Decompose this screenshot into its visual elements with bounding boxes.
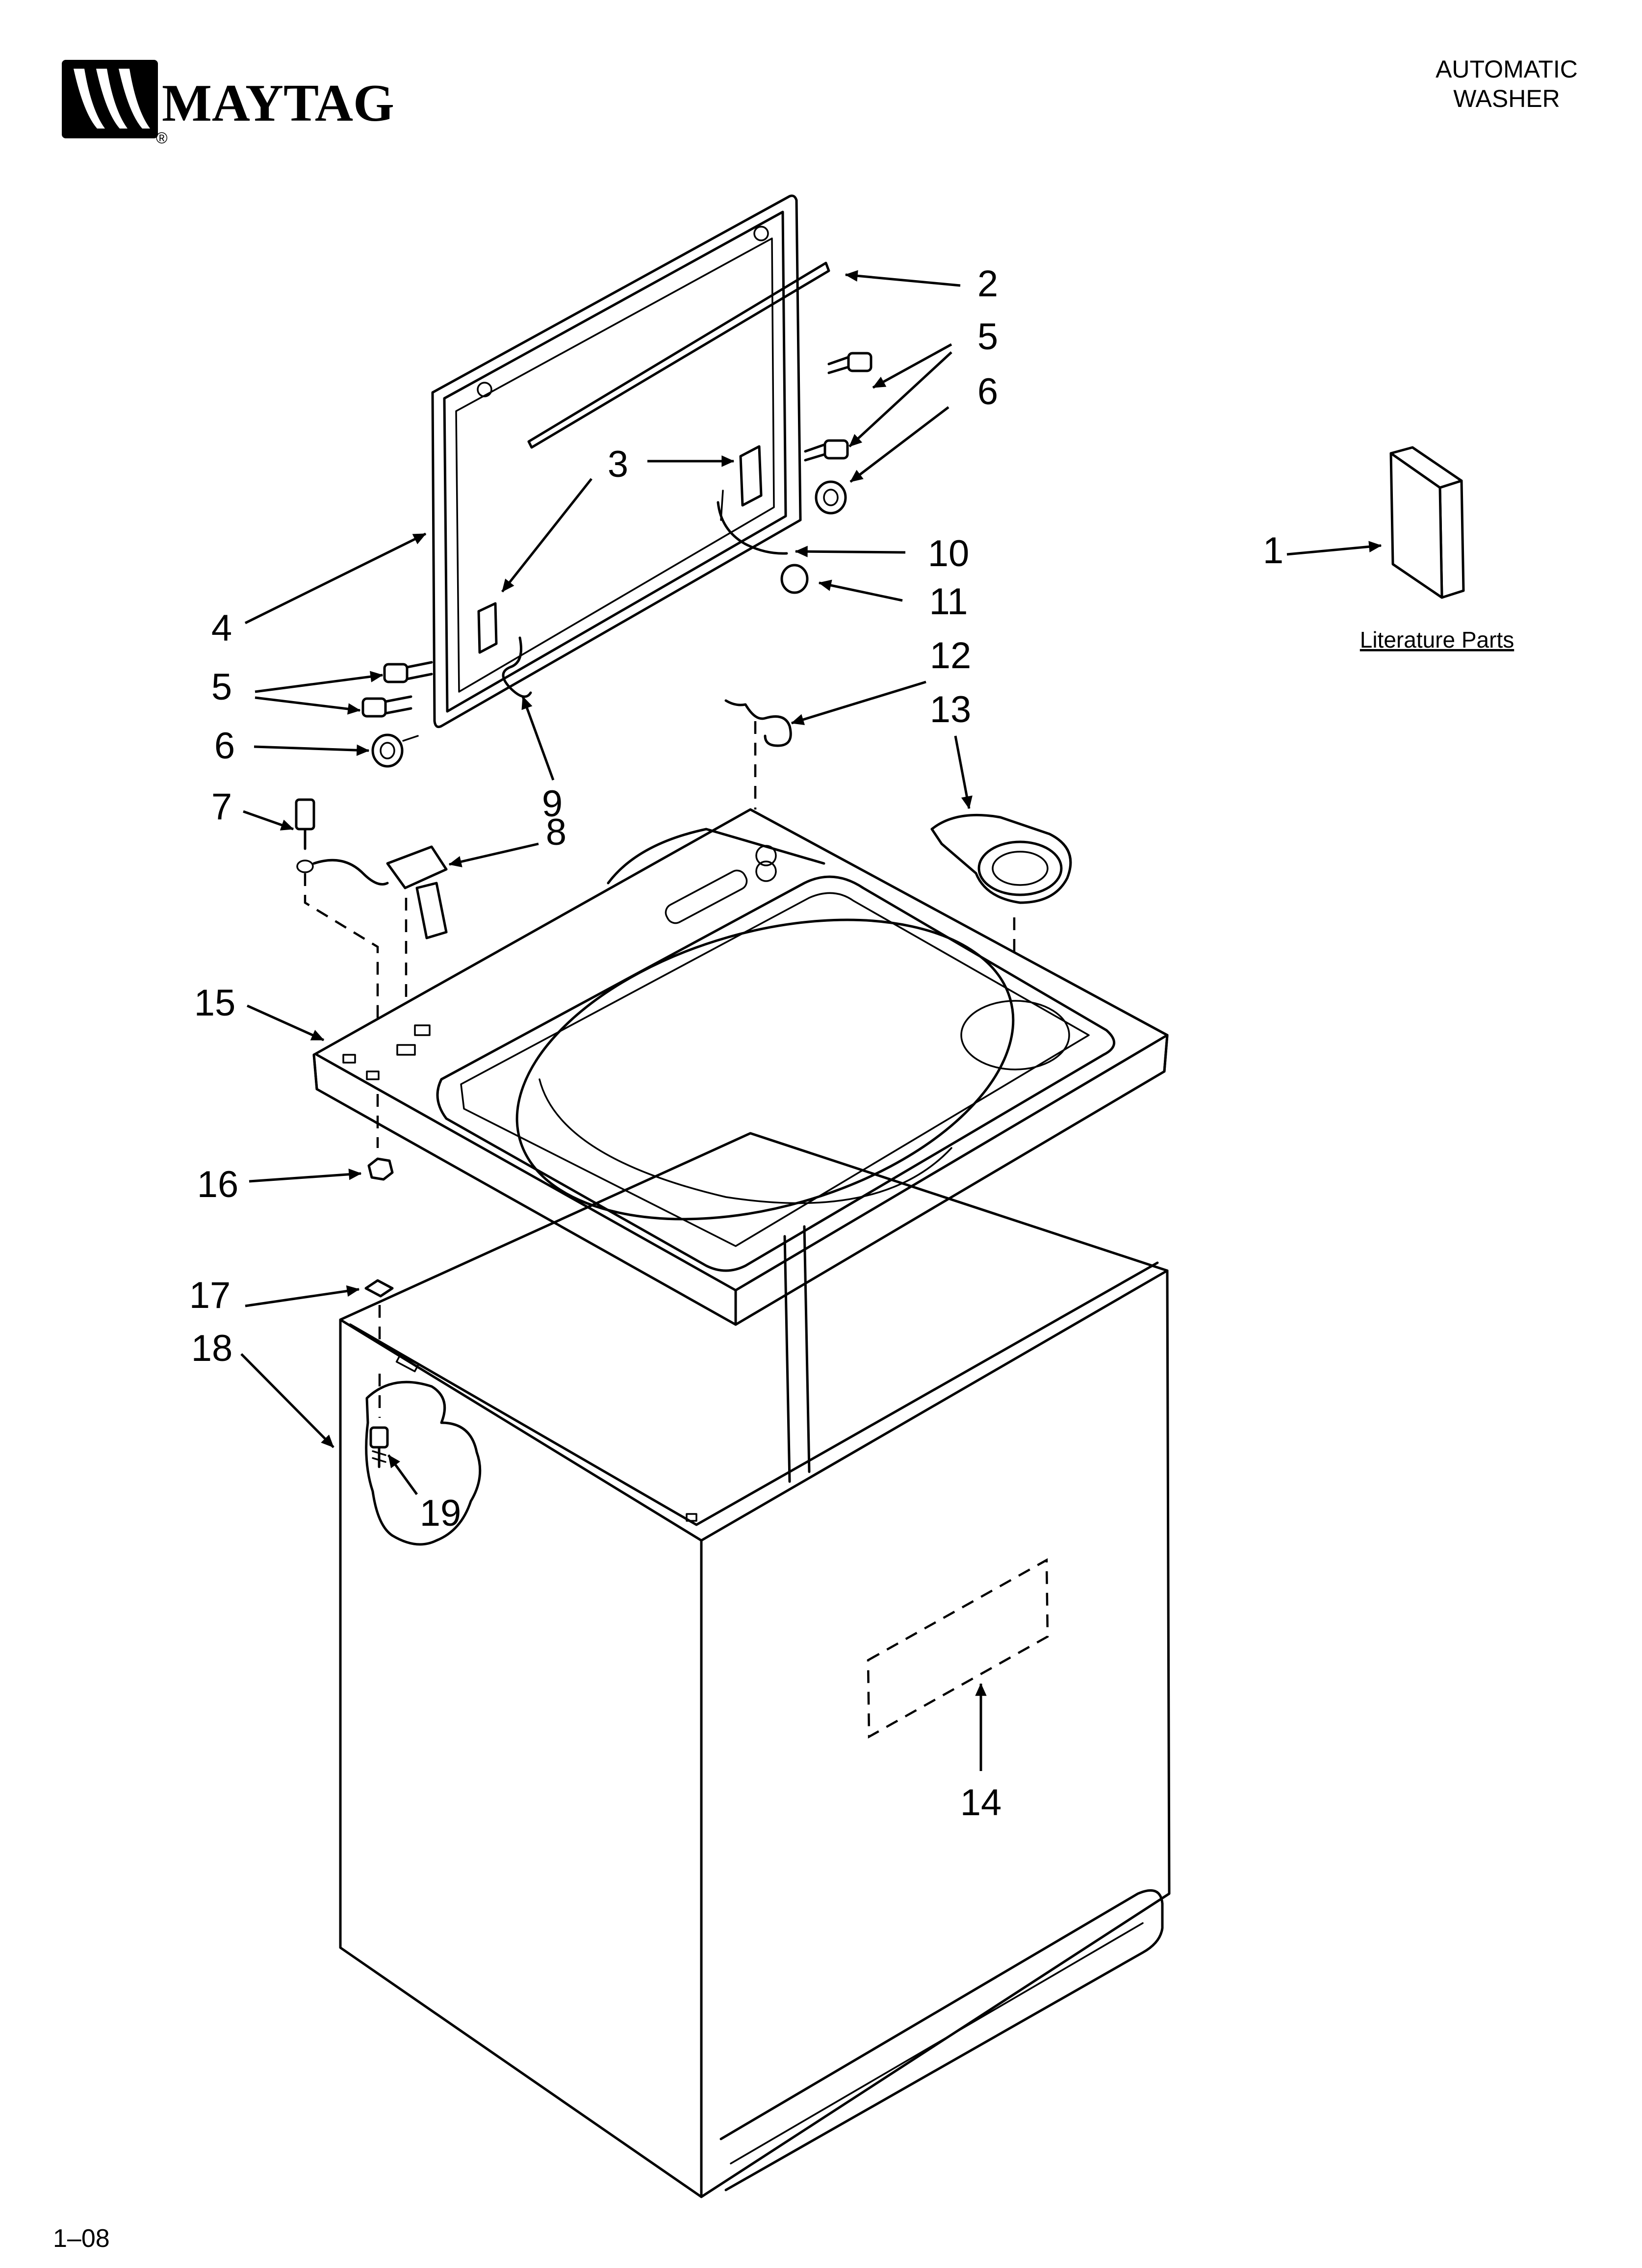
leader-7 xyxy=(243,810,294,831)
callout-12: 12 xyxy=(930,635,972,677)
page-number: 1–08 xyxy=(53,2224,110,2253)
callout-numbers: 2 5 6 3 10 11 1 4 5 6 9 12 13 7 8 15 16 … xyxy=(189,263,1283,1824)
leader-3-left xyxy=(501,478,592,593)
leader-8 xyxy=(448,842,539,867)
callout-8: 8 xyxy=(546,811,566,853)
lid-switch-part-8 xyxy=(295,798,448,1040)
callout-14: 14 xyxy=(960,1782,1002,1824)
registered-mark: ® xyxy=(156,129,168,147)
leader-5b-top xyxy=(255,671,384,693)
literature-parts-booklet: Literature Parts xyxy=(1360,446,1514,652)
leader-11 xyxy=(818,579,903,602)
callout-3: 3 xyxy=(608,443,628,485)
leader-12 xyxy=(791,680,926,725)
clip-part-12 xyxy=(724,699,792,809)
callout-5b: 5 xyxy=(211,666,232,708)
leader-4 xyxy=(244,532,427,625)
callout-16: 16 xyxy=(197,1164,239,1205)
callout-15: 15 xyxy=(194,982,236,1024)
leader-1 xyxy=(1286,541,1382,556)
lid-fasteners-right xyxy=(780,352,872,594)
leader-15 xyxy=(246,1004,325,1042)
leader-13 xyxy=(954,735,973,809)
callout-1: 1 xyxy=(1263,530,1283,572)
callout-10: 10 xyxy=(928,533,970,574)
maytag-logo-mark xyxy=(62,60,158,138)
leader-5b-bottom xyxy=(255,696,361,715)
callout-17: 17 xyxy=(189,1275,231,1316)
leader-lines xyxy=(240,270,1382,1771)
leader-17 xyxy=(245,1285,360,1307)
leader-19 xyxy=(387,1454,418,1495)
callout-6a: 6 xyxy=(977,371,998,413)
callout-2: 2 xyxy=(977,263,998,305)
nut-part-16 xyxy=(367,1094,394,1181)
lid-assembly xyxy=(431,194,830,729)
callout-9: 9 xyxy=(542,783,563,825)
leader-10 xyxy=(795,546,906,557)
brand-name: MAYTAG xyxy=(162,74,394,132)
leader-6b xyxy=(254,744,370,756)
leader-18 xyxy=(240,1353,334,1448)
header-title-line2: WASHER xyxy=(1453,85,1560,112)
header-title-line1: AUTOMATIC xyxy=(1436,55,1578,83)
dispenser-part-13 xyxy=(930,813,1072,1040)
leader-2 xyxy=(845,270,961,287)
washer-top-part-15 xyxy=(312,808,1169,1326)
cabinet-part-18 xyxy=(339,1132,1171,2198)
leader-16 xyxy=(249,1169,362,1183)
literature-parts-label: Literature Parts xyxy=(1360,627,1514,652)
leader-5a-bottom xyxy=(848,351,952,447)
leader-6a xyxy=(849,406,949,483)
lid-fasteners-left xyxy=(361,661,433,768)
callout-19: 19 xyxy=(420,1492,462,1534)
callout-18: 18 xyxy=(191,1328,233,1369)
leader-9 xyxy=(521,696,555,781)
callout-4: 4 xyxy=(211,607,232,649)
callout-11: 11 xyxy=(929,581,968,623)
callout-5a: 5 xyxy=(977,316,998,358)
callout-6b: 6 xyxy=(214,725,235,767)
leader-5a-top xyxy=(872,343,952,389)
callout-13: 13 xyxy=(930,689,972,730)
callout-7: 7 xyxy=(211,786,232,828)
maytag-logo: MAYTAG ® xyxy=(62,60,394,147)
